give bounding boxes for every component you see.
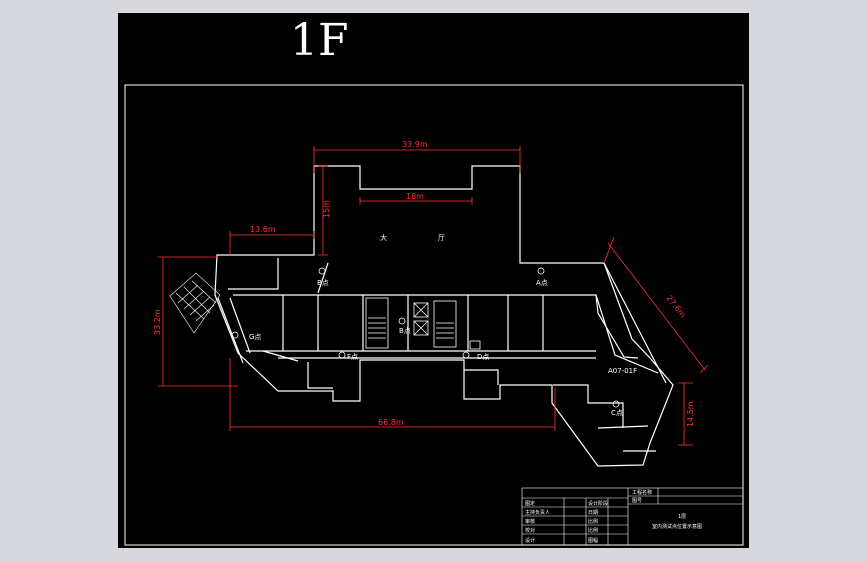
- tb-left-3: 校对: [525, 527, 535, 534]
- point-c-label: C点: [611, 409, 623, 417]
- floor-plan-drawing: 33.9m 18m 15m 13.6m 33.2m 27.6m 14.5m 66…: [124, 84, 744, 546]
- point-g-circle: [231, 331, 239, 339]
- point-h-label: B点: [399, 327, 411, 335]
- tb-project-header: 工程名称: [632, 489, 652, 496]
- tb-sheet-no: 图号: [632, 498, 642, 504]
- point-g-label: G点: [249, 333, 261, 341]
- stair-hatch-left: [169, 272, 221, 334]
- point-a-circle: [537, 267, 545, 275]
- dim-right-height: 14.5m: [686, 401, 695, 427]
- tb-mid-1: 日期: [588, 510, 598, 516]
- point-a-label: A点: [536, 279, 548, 287]
- dim-inner-width: 18m: [406, 192, 424, 201]
- dim-left-height: 33.2m: [153, 309, 162, 335]
- tb-mid-0: 设计阶段: [588, 500, 608, 507]
- tb-left-0: 图定: [525, 500, 535, 507]
- floor-title: 1F: [290, 15, 349, 66]
- drawing-sheet: 1F: [118, 13, 749, 548]
- test-points: [231, 267, 620, 408]
- tb-left-4: 设计: [525, 537, 535, 544]
- point-b-circle: [318, 267, 326, 275]
- tb-drawing-name-2: 室内测试点位置示意图: [652, 523, 702, 530]
- point-b-label: B点: [317, 279, 329, 287]
- central-core: [365, 297, 481, 350]
- point-c-circle: [612, 400, 620, 408]
- point-d-label: D点: [477, 353, 489, 361]
- building-outline: [214, 165, 674, 467]
- hall-label-1: 大: [380, 233, 387, 242]
- tb-mid-4: 图幅: [588, 537, 598, 544]
- dim-vertical-left: 15m: [322, 200, 331, 218]
- tb-left-2: 审核: [525, 518, 535, 525]
- tb-left-1: 主持负责人: [525, 509, 550, 516]
- tb-mid-3: 比例: [588, 527, 598, 534]
- inner-frame: [124, 84, 744, 546]
- point-f-label: F点: [347, 353, 358, 361]
- title-block: [521, 487, 744, 546]
- tb-mid-2: 比例: [588, 518, 598, 525]
- dim-top-width: 33.9m: [402, 140, 428, 149]
- dim-bottom-width: 66.8m: [378, 418, 404, 427]
- point-d-circle: [462, 351, 470, 359]
- hall-label-2: 厅: [438, 234, 445, 242]
- room-tag: A07-01F: [608, 367, 637, 375]
- dimension-lines: [158, 146, 709, 446]
- point-f-circle: [338, 351, 346, 359]
- dim-diag-right: 27.6m: [664, 294, 687, 320]
- dim-left-top: 13.6m: [250, 225, 276, 234]
- tb-drawing-name-1: 1层: [678, 514, 686, 520]
- point-h-circle: [398, 317, 406, 325]
